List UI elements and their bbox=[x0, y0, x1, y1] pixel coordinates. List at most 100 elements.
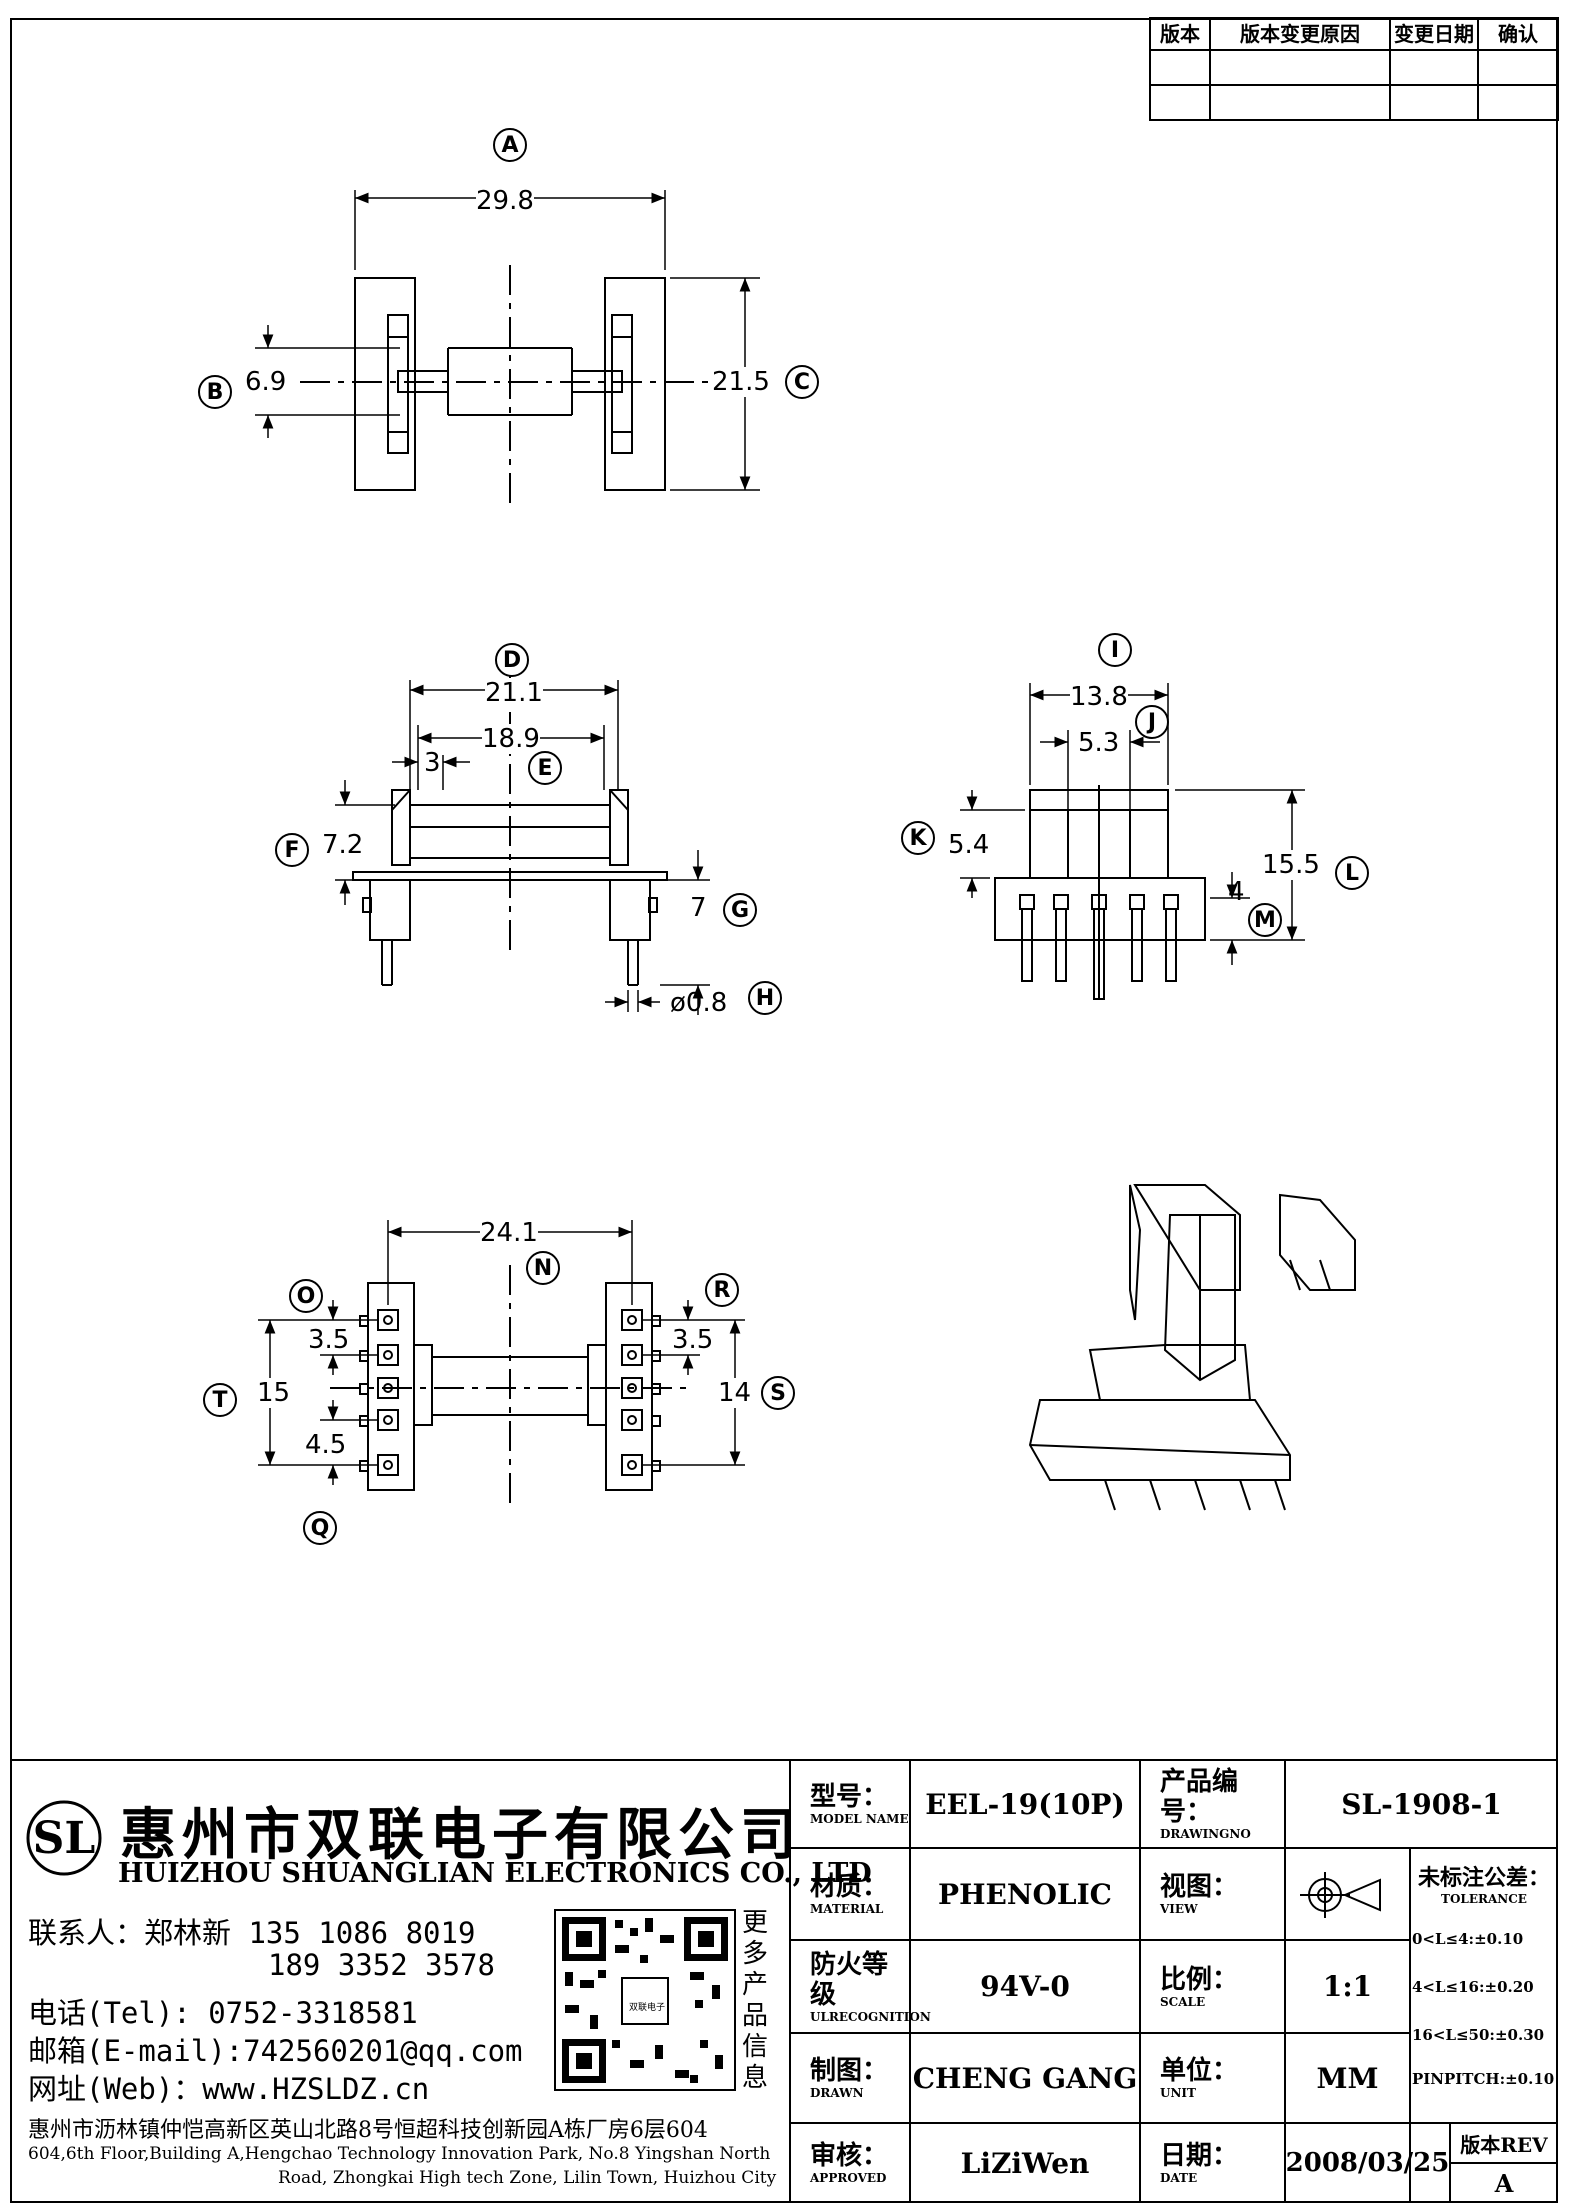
tolerance-1: 0<L≤4:±0.10 bbox=[1412, 1930, 1524, 1948]
qr-side-char: 信 bbox=[742, 2032, 769, 2062]
revision-table bbox=[1149, 17, 1559, 121]
unit-value: MM bbox=[1316, 2061, 1379, 2095]
model-value: EEL-19(10P) bbox=[925, 1787, 1125, 1821]
rev-col-confirm: 确认 bbox=[1498, 22, 1539, 46]
address-cn: 惠州市沥林镇仲恺高新区英山北路8号恒超科技创新园A栋厂房6层604 bbox=[28, 2118, 708, 2143]
title-block-grid bbox=[10, 1759, 1558, 2203]
callout-R: R bbox=[705, 1273, 739, 1307]
date-value: 2008/03/25 bbox=[1285, 2148, 1450, 2178]
side-view bbox=[994, 785, 1206, 1000]
dim-B-value: 6.9 bbox=[245, 367, 287, 397]
top-view bbox=[300, 265, 720, 505]
callout-S: S bbox=[761, 1376, 795, 1410]
tolerance-label: 未标注公差： TOLERANCE bbox=[1417, 1865, 1550, 1906]
revision-value: A bbox=[1494, 2168, 1514, 2198]
fire-rating-value: 94V-0 bbox=[980, 1970, 1070, 2003]
dim-D3-value: 3 bbox=[424, 748, 441, 778]
revision-label: 版本REV bbox=[1460, 2132, 1548, 2157]
qr-code bbox=[554, 1909, 736, 2091]
projection-symbol-icon bbox=[1300, 1872, 1381, 1918]
callout-O: O bbox=[289, 1279, 323, 1313]
material-label: 材质： MATERIAL bbox=[810, 1872, 889, 1916]
dim-Q-value: 4.5 bbox=[305, 1430, 347, 1460]
rev-col-reason: 版本变更原因 bbox=[1240, 22, 1360, 46]
contact-person: 联系人：郑林新 135 1086 8019 bbox=[28, 1916, 476, 1950]
isometric-view bbox=[1028, 1184, 1356, 1511]
dim-S-value: 14 bbox=[718, 1378, 752, 1408]
dim-I-value: 13.8 bbox=[1070, 682, 1128, 712]
address-en-line1: 604,6th Floor,Building A,Hengchao Techno… bbox=[28, 2144, 771, 2164]
fire-rating-label: 防火等级 ULRECOGNITION bbox=[810, 1949, 931, 2024]
material-value: PHENOLIC bbox=[938, 1877, 1112, 1911]
tolerance-3: 16<L≤50:±0.30 bbox=[1412, 2026, 1545, 2044]
callout-E: E bbox=[528, 751, 562, 785]
rev-col-date: 变更日期 bbox=[1394, 22, 1474, 46]
company-email: 邮箱(E-mail):742560201@qq.com bbox=[28, 2034, 523, 2068]
rev-col-version: 版本 bbox=[1160, 22, 1200, 46]
drawn-label: 制图： DRAWN bbox=[810, 2056, 889, 2100]
scale-label: 比例： SCALE bbox=[1160, 1964, 1239, 2009]
qr-side-char: 产 bbox=[742, 1970, 769, 2000]
qr-side-char: 品 bbox=[742, 2001, 769, 2031]
dim-A-value: 29.8 bbox=[476, 186, 534, 216]
company-tel: 电话(Tel): 0752-3318581 bbox=[28, 1996, 418, 2030]
drawing-frame bbox=[10, 18, 1558, 2203]
dim-M-value: 4 bbox=[1228, 877, 1245, 907]
dim-H-value: ø0.8 bbox=[670, 988, 728, 1018]
callout-I: I bbox=[1098, 633, 1132, 667]
side-view-pins bbox=[1021, 908, 1177, 1000]
scale-value: 1:1 bbox=[1322, 1970, 1373, 2003]
model-label: 型号： MODEL NAME bbox=[810, 1782, 909, 1826]
unit-label: 单位： UNIT bbox=[1160, 2056, 1239, 2100]
qr-side-char: 息 bbox=[742, 2063, 769, 2093]
isometric-pins bbox=[1104, 1259, 1331, 1511]
bottom-view-right-pins bbox=[621, 1309, 661, 1476]
tolerance-2: 4<L≤16:±0.20 bbox=[1412, 1978, 1534, 1996]
drawn-value: CHENG GANG bbox=[912, 2061, 1138, 2095]
callout-D: D bbox=[495, 643, 529, 677]
dim-O-value: 3.5 bbox=[308, 1325, 350, 1355]
callout-A: A bbox=[493, 128, 527, 162]
callout-Q: Q bbox=[303, 1511, 337, 1545]
callout-M: M bbox=[1248, 903, 1282, 937]
dim-K-value: 5.4 bbox=[948, 830, 990, 860]
dim-F-value: 7.2 bbox=[322, 830, 364, 860]
drawing-no-value: SL-1908-1 bbox=[1341, 1787, 1502, 1821]
view-label: 视图： VIEW bbox=[1160, 1872, 1239, 1916]
dim-C-value: 21.5 bbox=[712, 367, 770, 397]
callout-G: G bbox=[723, 893, 757, 927]
callout-J: J bbox=[1135, 705, 1169, 739]
callout-T: T bbox=[203, 1383, 237, 1417]
qr-center-text: 双联电子 bbox=[628, 2003, 665, 2013]
qr-side-char: 更 bbox=[742, 1908, 769, 1938]
callout-N: N bbox=[526, 1251, 560, 1285]
drawing-no-label: 产品编号： DRAWINGNO bbox=[1160, 1767, 1251, 1841]
qr-side-char: 多 bbox=[742, 1939, 769, 1969]
contact-phone-2: 189 3352 3578 bbox=[268, 1948, 495, 1982]
dim-R-value: 3.5 bbox=[672, 1325, 714, 1355]
dim-D2-value: 18.9 bbox=[482, 724, 540, 754]
date-label: 日期： DATE bbox=[1160, 2141, 1239, 2185]
callout-K: K bbox=[901, 821, 935, 855]
bottom-view bbox=[330, 1265, 690, 1510]
company-name-en: HUIZHOU SHUANGLIAN ELECTRONICS CO., LTD bbox=[118, 1858, 872, 1889]
dim-J-value: 5.3 bbox=[1078, 728, 1120, 758]
callout-H: H bbox=[748, 981, 782, 1015]
dim-T-value: 15 bbox=[257, 1378, 291, 1408]
dim-N-value: 24.1 bbox=[480, 1218, 538, 1248]
callout-L: L bbox=[1335, 856, 1369, 890]
company-logo: SL bbox=[26, 1800, 102, 1876]
dim-G-value: 7 bbox=[690, 893, 707, 923]
tolerance-4: PINPITCH:±0.10 bbox=[1412, 2070, 1555, 2088]
address-en-line2: Road, Zhongkai High tech Zone, Lilin Tow… bbox=[278, 2168, 777, 2188]
callout-C: C bbox=[785, 365, 819, 399]
dim-D-value: 21.1 bbox=[485, 678, 543, 708]
company-website: 网址(Web)：www.HZSLDZ.cn bbox=[28, 2072, 430, 2106]
company-name-cn: 惠州市双联电子有限公司 bbox=[120, 1802, 802, 1868]
dim-L-value: 15.5 bbox=[1262, 850, 1320, 880]
approved-label: 审核： APPROVED bbox=[810, 2141, 889, 2185]
approved-value: LiZiWen bbox=[960, 2146, 1090, 2180]
callout-B: B bbox=[198, 375, 232, 409]
